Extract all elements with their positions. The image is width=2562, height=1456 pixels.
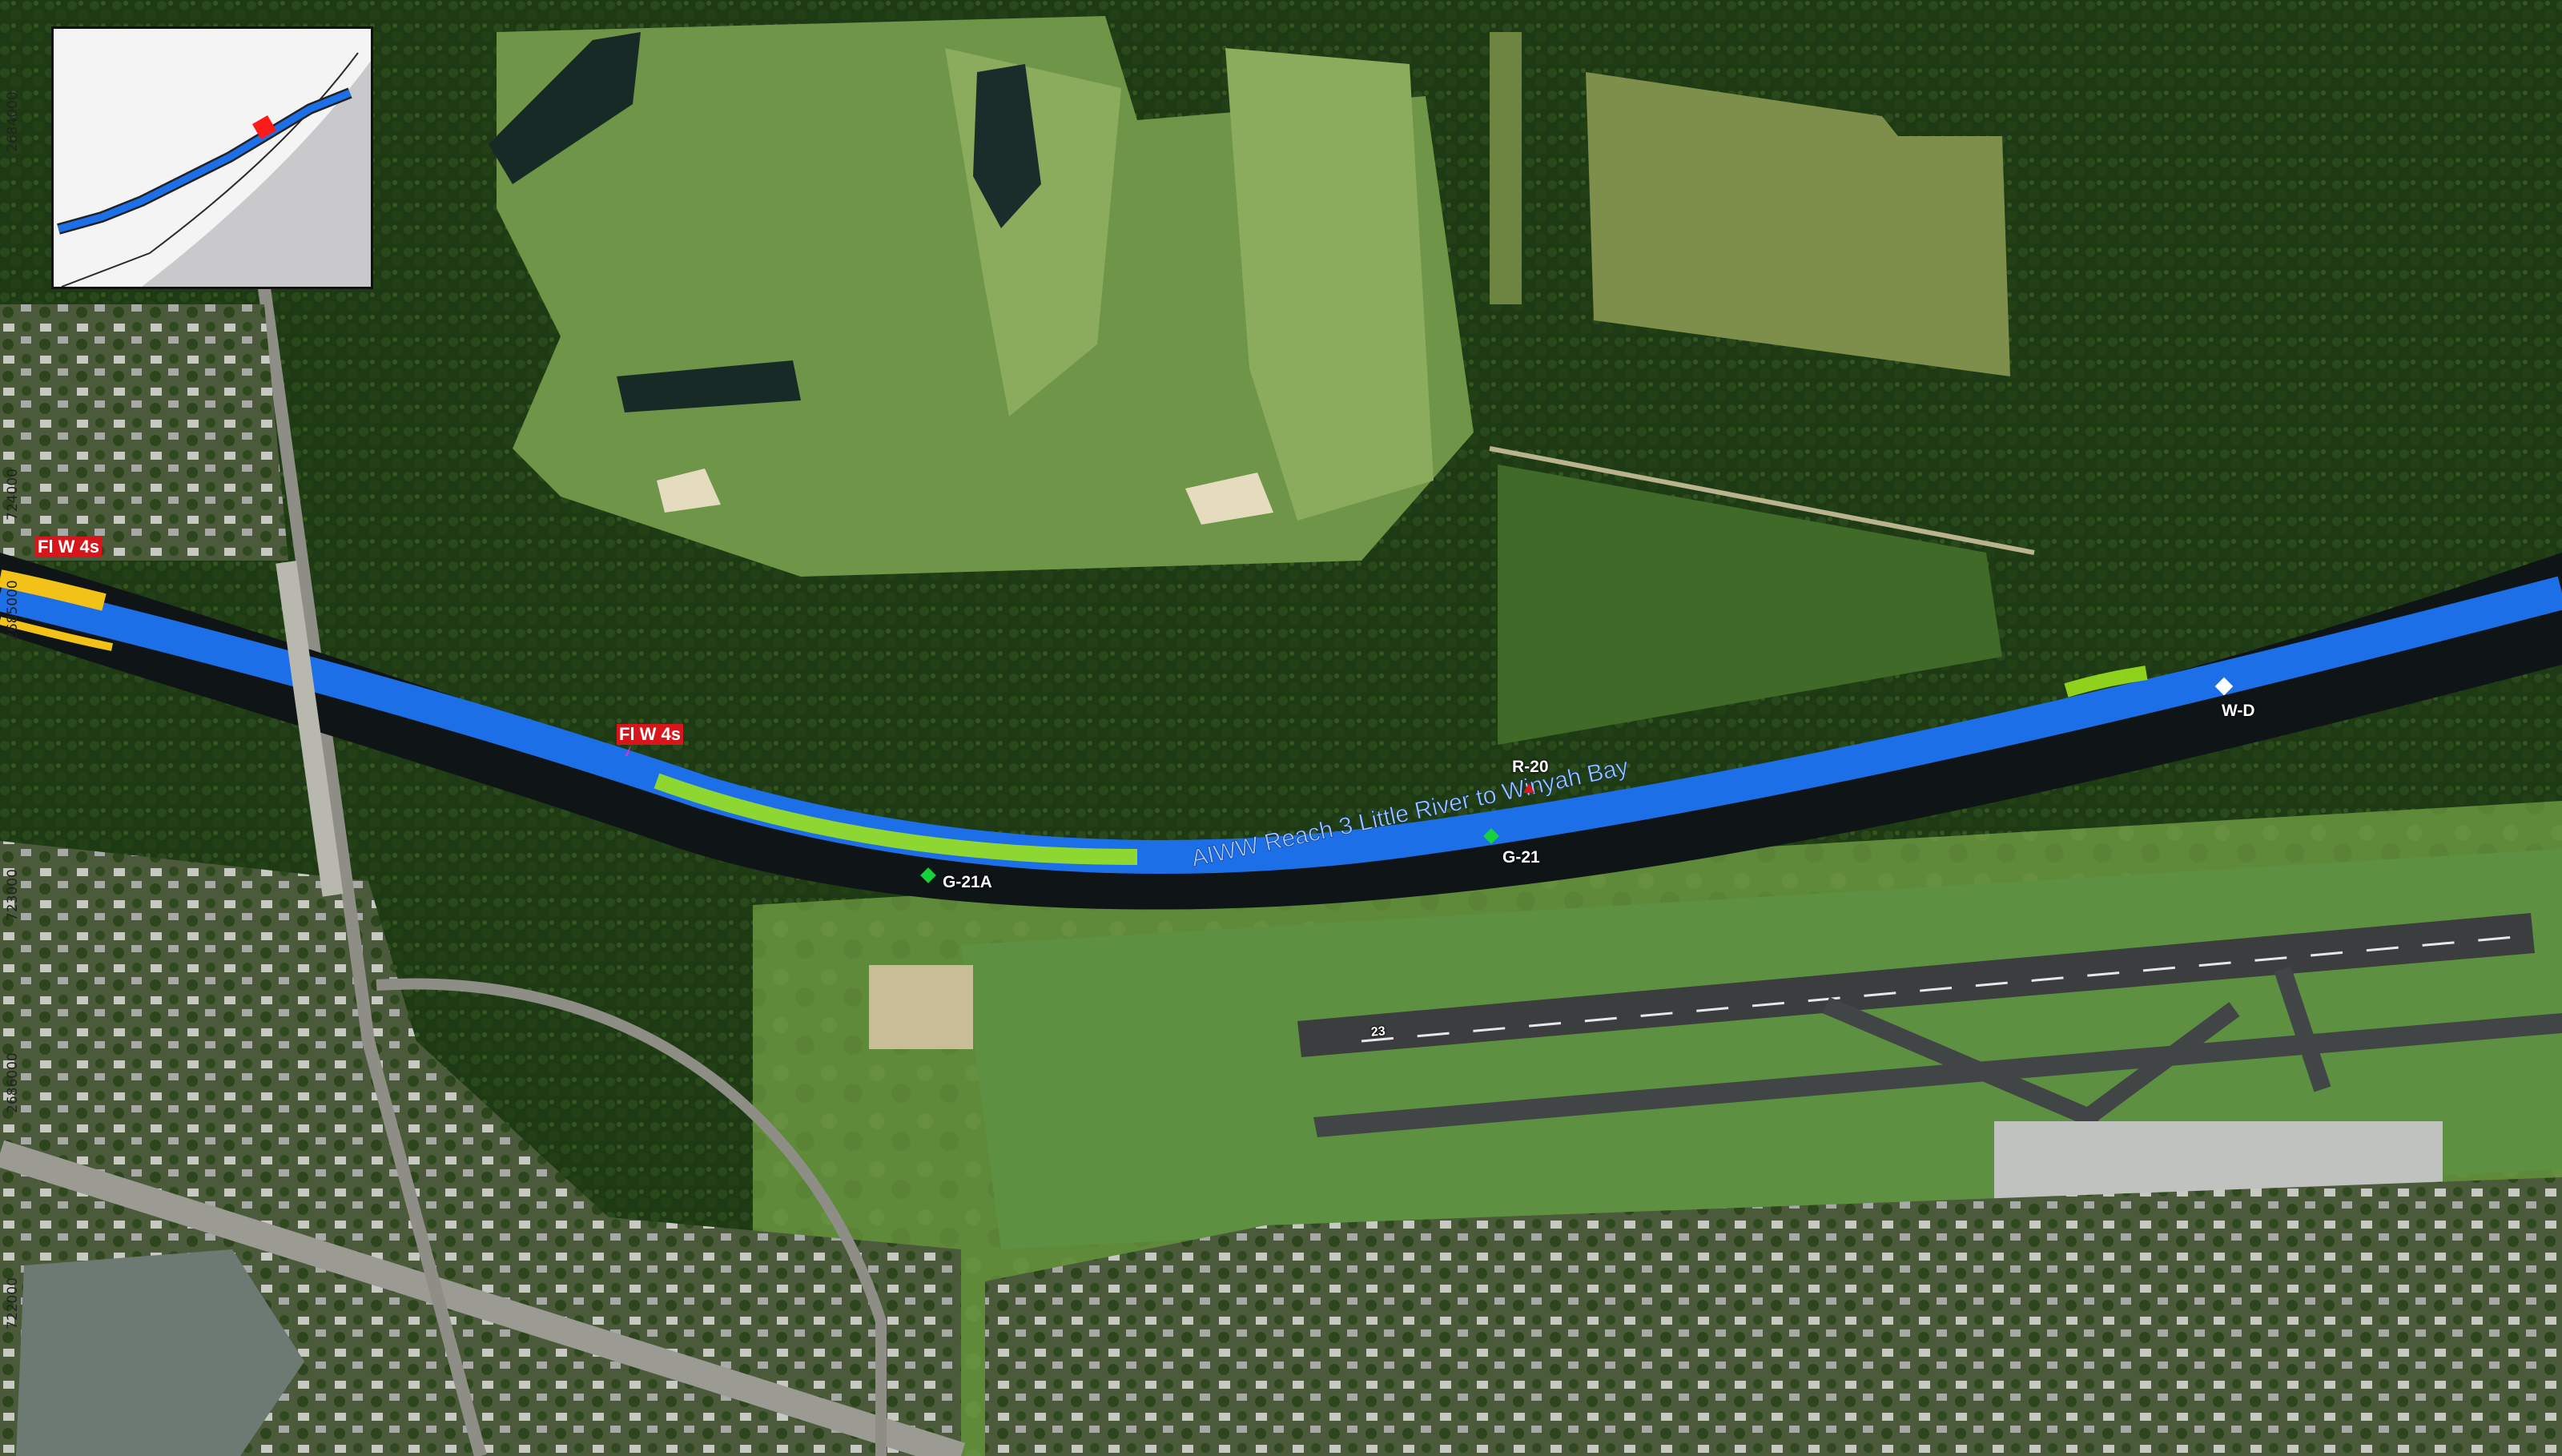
grid-label-left-4: 723000 bbox=[5, 869, 21, 921]
inset-svg bbox=[54, 29, 371, 288]
nav-aid-g21a-marker[interactable] bbox=[920, 867, 936, 883]
grid-label-left-6: 722000 bbox=[5, 1277, 21, 1329]
channel-shoal-3 bbox=[0, 569, 107, 611]
light-label-2[interactable]: Fl W 4s bbox=[617, 724, 684, 745]
locator-inset-map[interactable] bbox=[51, 26, 373, 289]
pond-3 bbox=[489, 32, 641, 184]
inset-ocean bbox=[142, 61, 371, 287]
bridge bbox=[276, 561, 344, 897]
channel-shoal-2 bbox=[2064, 666, 2148, 698]
nav-aid-r20-marker[interactable] bbox=[1523, 783, 1534, 793]
channel-shoal-4 bbox=[0, 617, 113, 651]
taxiway-link bbox=[1822, 966, 2331, 1130]
nav-aid-wd-marker[interactable] bbox=[2214, 677, 2234, 696]
field-3 bbox=[1490, 32, 1522, 304]
taxiway bbox=[1313, 1013, 2562, 1137]
grid-label-left-3: 2685000 bbox=[5, 580, 21, 641]
runway bbox=[1297, 913, 2535, 1057]
road-curve bbox=[376, 978, 887, 1456]
field-2 bbox=[1498, 465, 2002, 745]
nav-aid-g21-marker[interactable] bbox=[1483, 828, 1499, 844]
light-marker[interactable] bbox=[625, 745, 631, 756]
town-south bbox=[985, 1177, 2562, 1456]
waterway bbox=[0, 553, 2562, 910]
pond-2 bbox=[617, 360, 801, 412]
farm-road bbox=[1489, 446, 2035, 555]
inset-waterway bbox=[57, 89, 352, 233]
grid-label-left-2: 724000 bbox=[5, 469, 21, 521]
channel-deep bbox=[0, 576, 2562, 874]
grid-label-left-5: 2686000 bbox=[5, 1052, 21, 1113]
runway-centerline bbox=[1361, 935, 2516, 1043]
sand-lot bbox=[869, 965, 973, 1049]
fairway-2 bbox=[1225, 48, 1434, 521]
golf-course bbox=[497, 16, 1474, 577]
channel-shoal-1 bbox=[654, 773, 1138, 865]
nav-aid-r20-label[interactable]: R-20 bbox=[1512, 758, 1549, 776]
highway bbox=[0, 1140, 966, 1456]
light-label-1[interactable]: Fl W 4s bbox=[35, 537, 103, 557]
nav-aid-g21a-label[interactable]: G-21A bbox=[943, 873, 992, 891]
nav-aid-wd-label[interactable]: W-D bbox=[2222, 702, 2255, 720]
nav-aid-g21-label[interactable]: G-21 bbox=[1502, 848, 1540, 867]
lake bbox=[16, 1249, 304, 1456]
grid-label-left-1: 2684000 bbox=[5, 91, 21, 152]
inset-coastline bbox=[61, 52, 359, 288]
sand-1 bbox=[657, 469, 721, 513]
pond-1 bbox=[973, 64, 1041, 228]
inset-current-extent bbox=[251, 115, 277, 140]
sand-2 bbox=[1185, 473, 1273, 525]
field-1 bbox=[1586, 72, 2010, 376]
runway-number: 23 bbox=[1370, 1024, 1386, 1040]
development-nw bbox=[0, 304, 288, 561]
road-diag bbox=[258, 287, 487, 1456]
